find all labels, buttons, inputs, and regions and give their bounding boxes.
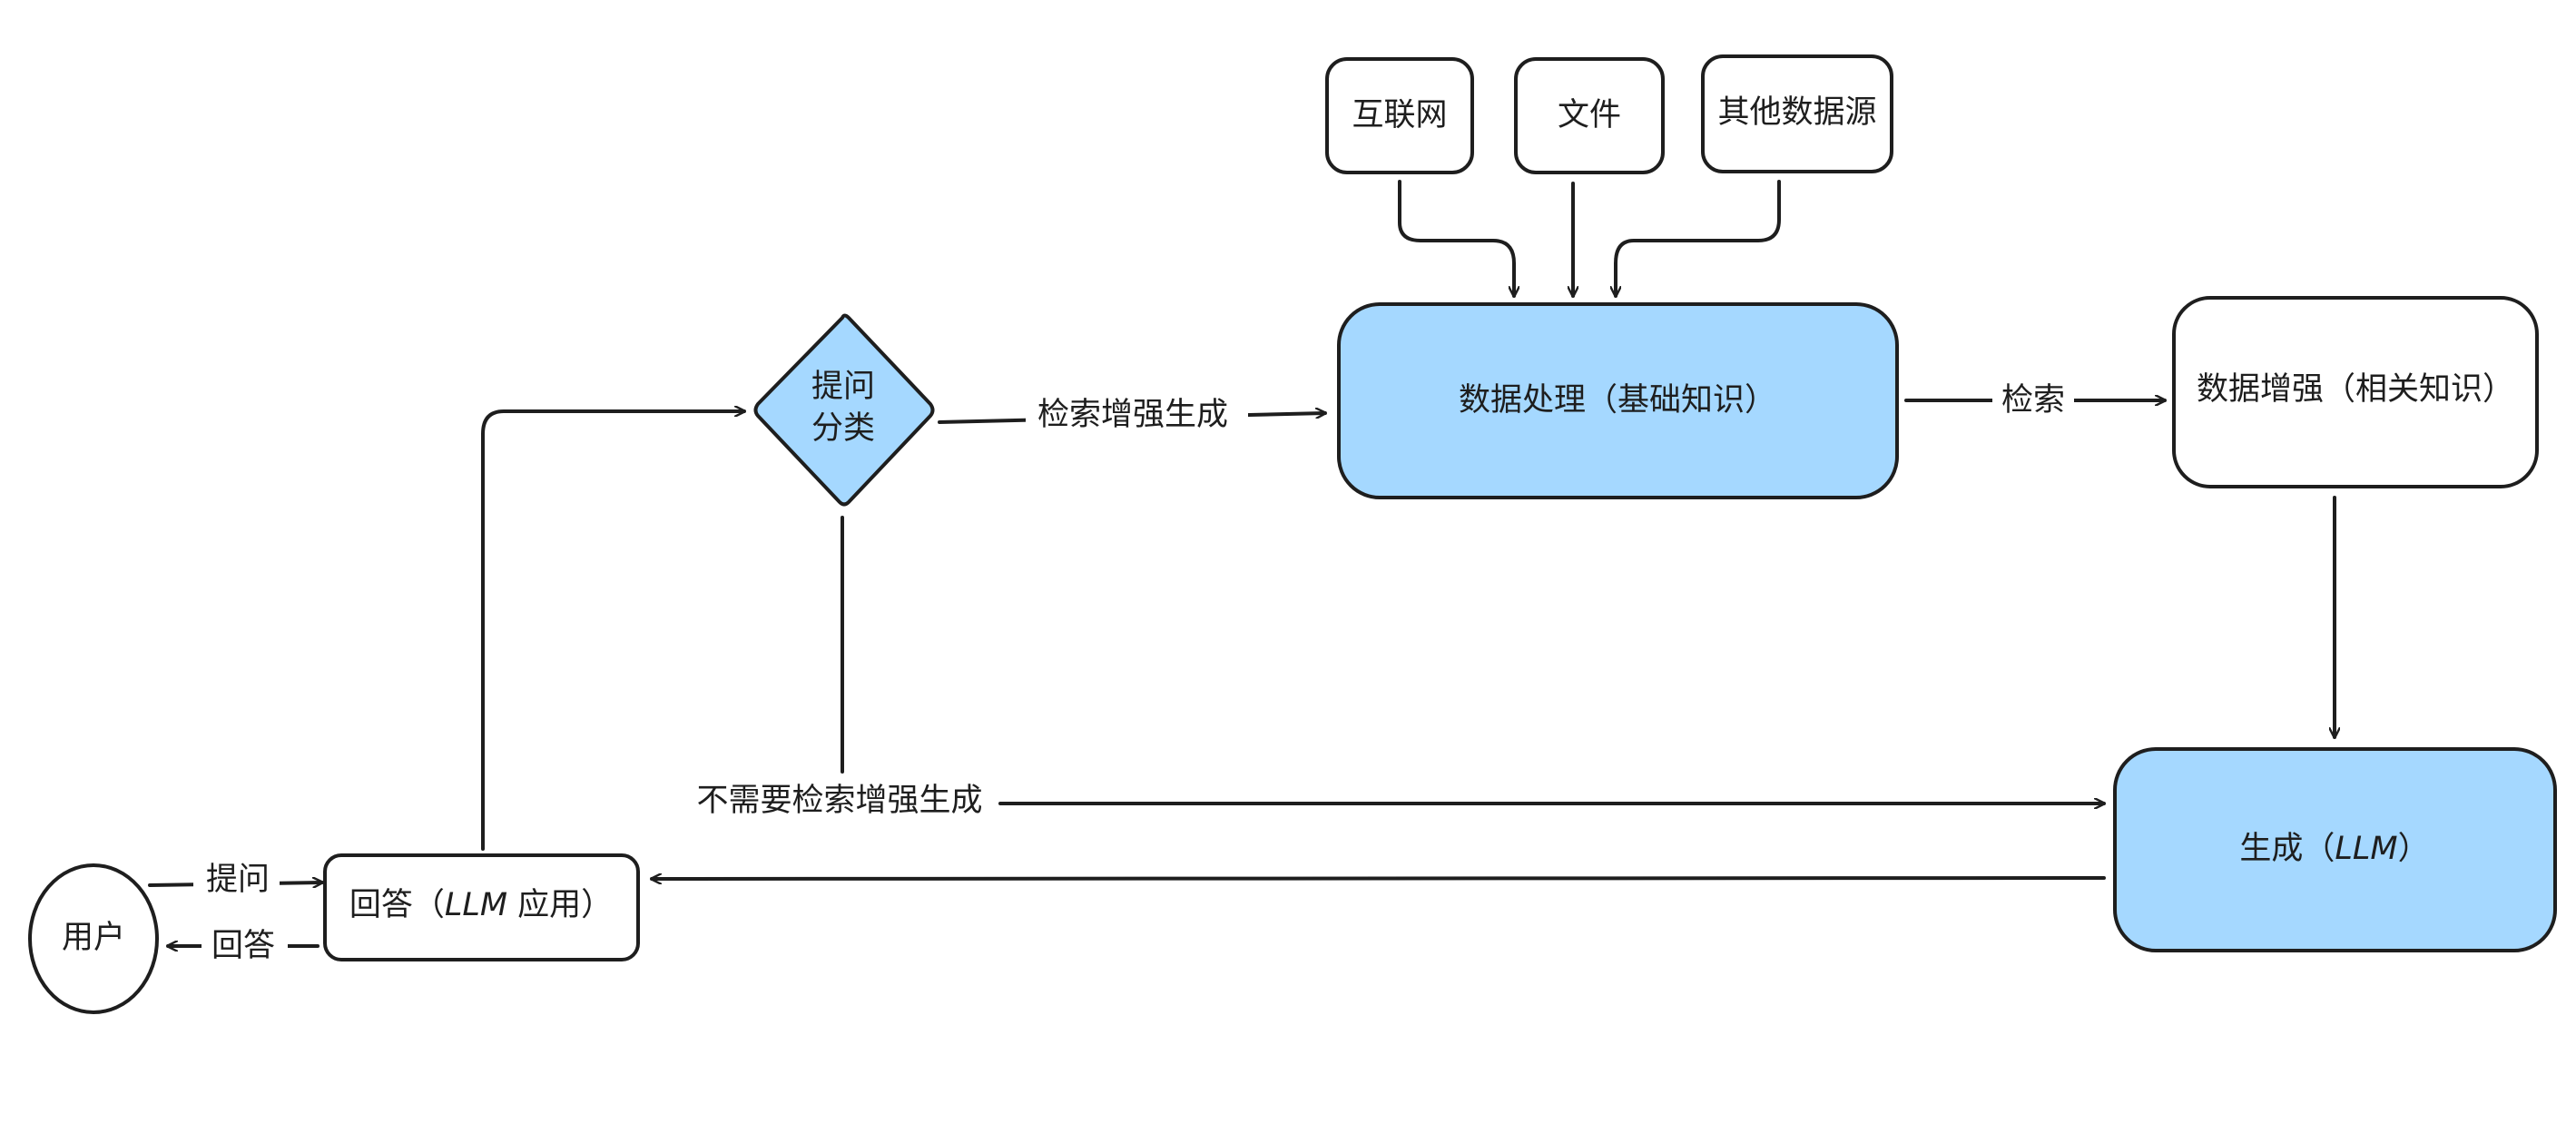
- node-generate-label: 生成（LLM）: [2239, 831, 2429, 867]
- node-user: 用户: [28, 863, 159, 1014]
- edge-ask-label: 提问: [206, 862, 270, 898]
- node-answer-app-label-suffix: 应用）: [507, 887, 613, 923]
- node-generate-label-llm: LLM: [2335, 831, 2397, 867]
- node-question-classify: 提问 分类: [753, 313, 935, 507]
- node-answer-app-label: 回答（LLM 应用）: [349, 887, 613, 923]
- node-generate: 生成（LLM）: [2113, 747, 2557, 952]
- node-data-enhance: 数据增强（相关知识）: [2172, 296, 2539, 488]
- node-other-sources-label: 其他数据源: [1717, 94, 1876, 131]
- node-user-label: 用户: [62, 920, 125, 956]
- edge-answer-to-classify: [481, 411, 746, 851]
- node-internet: 互联网: [1325, 57, 1474, 174]
- node-file-label: 文件: [1558, 97, 1621, 133]
- edge-no-rag-label: 不需要检索增强生成: [696, 783, 982, 819]
- edge-rag-label: 检索增强生成: [1037, 397, 1228, 433]
- node-question-classify-line1: 提问: [811, 369, 875, 405]
- node-data-enhance-label: 数据增强（相关知识）: [2197, 371, 2514, 408]
- node-other-sources: 其他数据源: [1701, 54, 1893, 173]
- node-data-processing-label: 数据处理（基础知识）: [1459, 382, 1776, 419]
- edge-internet-to-processing: [1398, 180, 1514, 298]
- node-generate-label-prefix: 生成（: [2239, 831, 2335, 867]
- node-answer-app: 回答（LLM 应用）: [323, 853, 640, 961]
- node-answer-app-label-prefix: 回答（: [349, 887, 445, 923]
- node-data-processing: 数据处理（基础知识）: [1337, 302, 1899, 499]
- node-generate-label-suffix: ）: [2398, 831, 2430, 867]
- edge-retrieve-label: 检索: [2001, 382, 2065, 419]
- edge-other-to-processing: [1616, 180, 1781, 298]
- node-internet-label: 互联网: [1352, 97, 1447, 133]
- node-file: 文件: [1514, 57, 1665, 174]
- edge-generate-to-answer: [650, 878, 2106, 879]
- node-question-classify-line2: 分类: [811, 410, 875, 447]
- edge-answer-label: 回答: [211, 928, 275, 964]
- node-answer-app-label-llm: LLM: [445, 887, 507, 923]
